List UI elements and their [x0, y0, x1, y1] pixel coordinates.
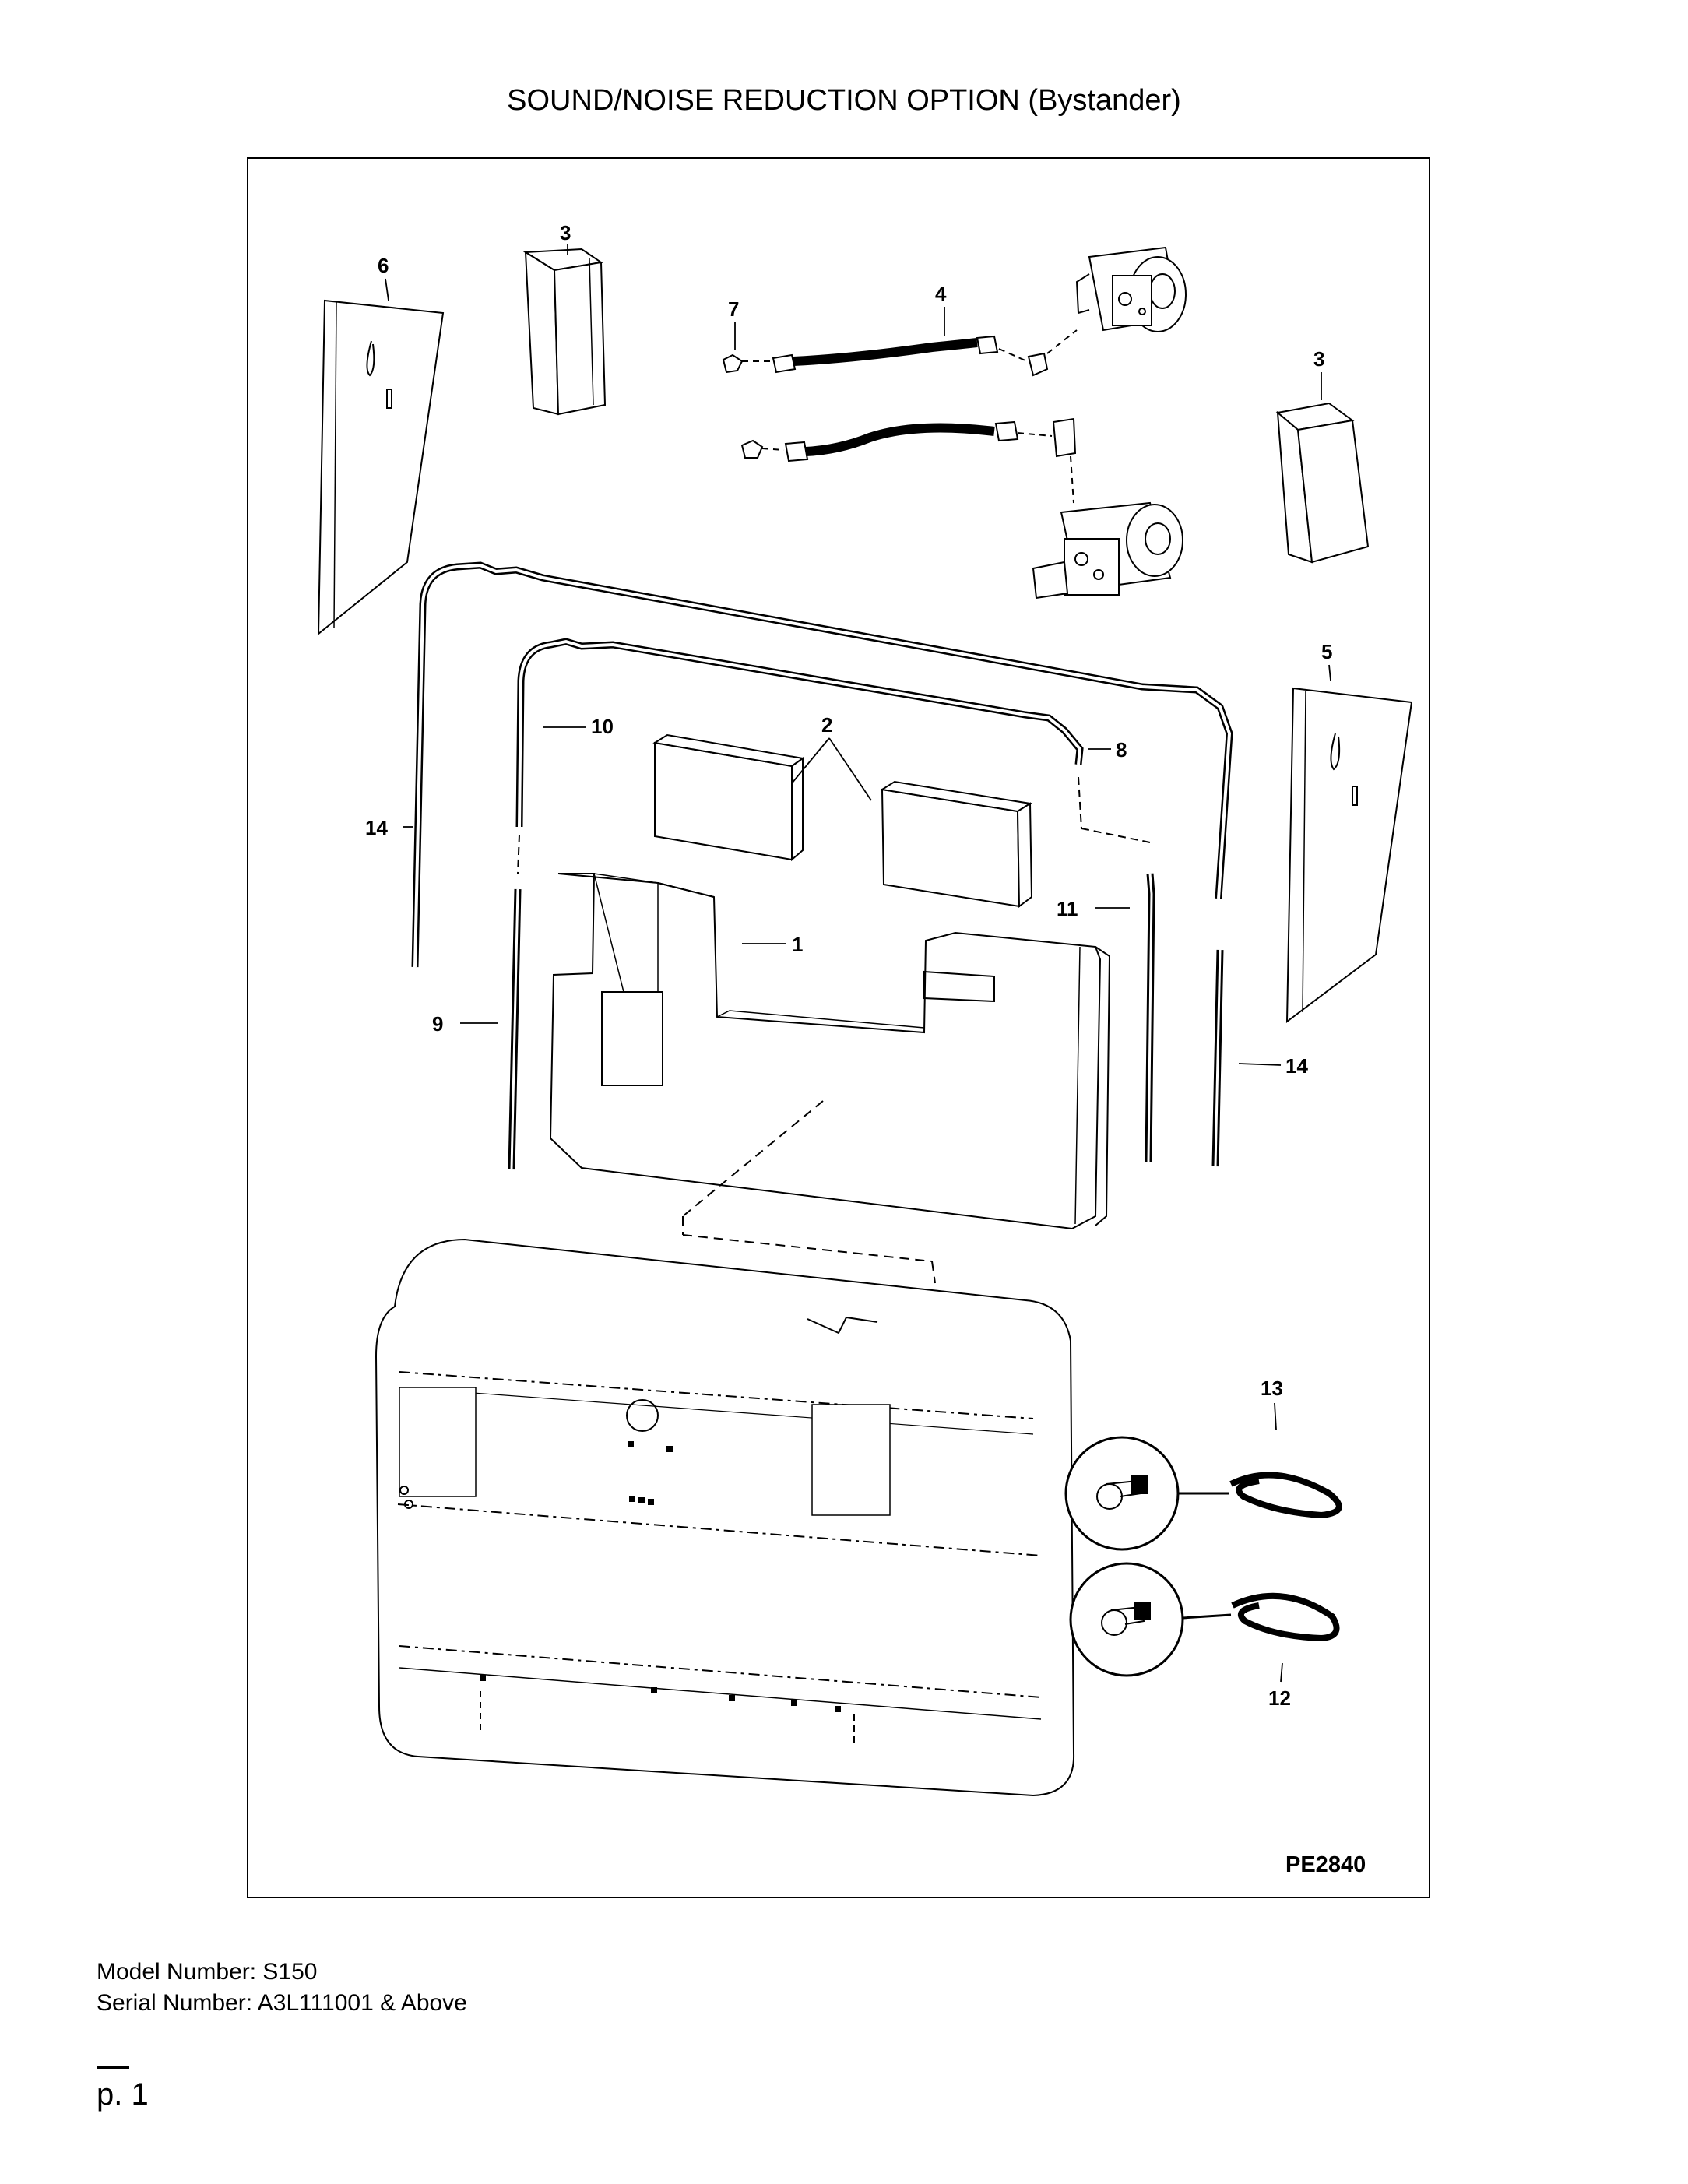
serial-number: Serial Number: A3L111001 & Above [97, 1990, 467, 2016]
callout-7: 7 [728, 297, 739, 321]
callout-2: 2 [821, 713, 832, 737]
exploded-diagram: 3 6 7 4 3 5 10 2 8 14 11 1 9 14 13 12 PE… [247, 157, 1430, 1898]
part-2-pads [652, 733, 1033, 908]
part-hose-lower [740, 417, 1077, 504]
diagram-border [247, 157, 1430, 1898]
callout-1: 1 [792, 933, 803, 956]
part-3-foam-block-left [522, 248, 607, 416]
callout-3-left: 3 [560, 221, 571, 244]
callout-5: 5 [1321, 640, 1332, 663]
part-14-seal-strip-right [1211, 949, 1224, 1167]
rear-housing [375, 1238, 1075, 1797]
callout-11: 11 [1057, 897, 1078, 920]
callout-9: 9 [432, 1012, 443, 1036]
callout-14-right: 14 [1285, 1054, 1308, 1078]
part-3-foam-block-right [1275, 402, 1370, 564]
page-rule [97, 2066, 129, 2069]
callout-6: 6 [378, 254, 389, 277]
detail-13 [1064, 1436, 1342, 1551]
part-9-seal-strip [508, 888, 522, 1170]
part-11-seal-strip [1145, 873, 1155, 1162]
part-1-foam-panel [549, 873, 1111, 1284]
pump-assembly-lower [1032, 501, 1183, 600]
part-4-hose-upper [722, 329, 1078, 377]
callout-12: 12 [1268, 1686, 1291, 1710]
model-number: Model Number: S150 [97, 1959, 318, 1985]
callout-14-left: 14 [365, 816, 388, 839]
callout-3-right: 3 [1313, 347, 1324, 371]
part-6-side-panel-left [317, 299, 445, 636]
part-14-outer-seal [411, 561, 1233, 968]
callout-13: 13 [1261, 1377, 1283, 1400]
callout-4: 4 [935, 282, 947, 305]
part-8-inner-seal [515, 638, 1151, 874]
detail-12 [1069, 1562, 1340, 1677]
pump-assembly-upper [1075, 246, 1187, 332]
callout-8: 8 [1116, 738, 1127, 761]
callout-10: 10 [591, 715, 614, 738]
page-title: SOUND/NOISE REDUCTION OPTION (Bystander) [507, 84, 1181, 117]
part-5-side-panel-right [1285, 687, 1413, 1024]
figure-code: PE2840 [1285, 1852, 1366, 1877]
page-number: p. 1 [97, 2077, 149, 2112]
leader-lines [385, 244, 1331, 1683]
